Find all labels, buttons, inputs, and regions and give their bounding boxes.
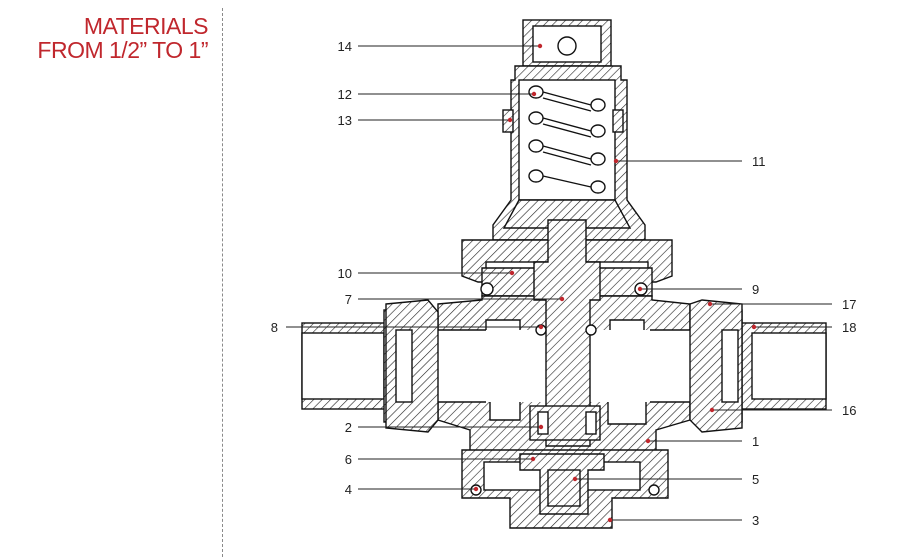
callout-8: 8 [271,320,278,335]
callout-7: 7 [345,292,352,307]
callouts-right: 11 9 17 18 16 1 5 3 [752,154,856,528]
right-pipe-connector [689,299,827,433]
callout-13: 13 [338,113,352,128]
callout-10: 10 [338,266,352,281]
lower-seat [529,405,601,441]
callout-16: 16 [842,403,856,418]
callout-18: 18 [842,320,856,335]
callout-17: 17 [842,297,856,312]
callout-14: 14 [338,39,352,54]
callouts-left: 14 12 13 10 7 8 2 6 4 [271,39,352,497]
callout-12: 12 [338,87,352,102]
callout-5: 5 [752,472,759,487]
spring-coils [528,85,606,194]
valve-drawing [301,19,827,529]
top-cap [522,19,612,67]
dashed-divider [222,8,223,557]
callout-1: 1 [752,434,759,449]
left-pipe-connector [301,299,439,433]
page-title: MATERIALS FROM 1/2” TO 1” [0,14,208,62]
lower-piston [519,453,605,515]
valve-stem [533,219,601,447]
callout-9: 9 [752,282,759,297]
callout-4: 4 [345,482,352,497]
leader-dots [473,43,757,523]
callout-3: 3 [752,513,759,528]
callout-6: 6 [345,452,352,467]
callout-2: 2 [345,420,352,435]
leader-lines [286,45,832,521]
title-line-2: FROM 1/2” TO 1” [37,37,208,63]
title-line-1: MATERIALS [83,13,209,39]
callout-11: 11 [752,154,766,169]
